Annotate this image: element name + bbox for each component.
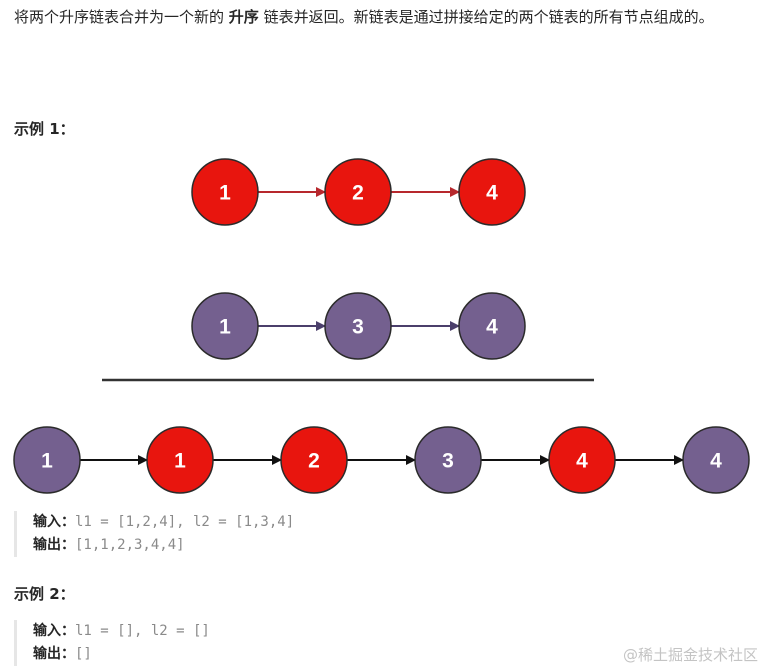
merged-node-circle (280, 426, 348, 494)
list2-node-circle (458, 292, 526, 360)
list2-node: 4 (458, 292, 526, 360)
list1-node-label: 2 (352, 182, 364, 205)
watermark: @稀土掘金技术社区 (622, 646, 758, 664)
list1-node: 1 (191, 158, 259, 226)
merged-node-label: 2 (308, 450, 320, 473)
example-1-code: 输入：l1 = [1,2,4], l2 = [1,3,4] 输出：[1,1,2,… (14, 511, 633, 557)
output-label: 输出： (33, 646, 75, 662)
example-1-title: 示例 1： (14, 120, 75, 138)
example-2-code: 输入：l1 = [], l2 = [] 输出：[] (14, 620, 633, 666)
input-value: l1 = [], l2 = [] (75, 623, 210, 639)
list2-node-label: 3 (352, 316, 364, 339)
list1-node: 4 (458, 158, 526, 226)
merged-node-label: 1 (174, 450, 186, 473)
input-label: 输入： (33, 514, 75, 530)
list2-node: 3 (324, 292, 392, 360)
list2-node-label: 1 (219, 316, 231, 339)
merged-node: 2 (280, 426, 348, 494)
merged-node-circle (146, 426, 214, 494)
merged-node: 3 (414, 426, 482, 494)
merged-node: 1 (13, 426, 81, 494)
list2-node-label: 4 (486, 316, 498, 339)
output-label: 输出： (33, 537, 75, 553)
list2-node-circle (191, 292, 259, 360)
example-1-output-line: 输出：[1,1,2,3,4,4] (33, 534, 633, 557)
merged-node: 1 (146, 426, 214, 494)
merged-node-circle (548, 426, 616, 494)
merged-node-label: 3 (442, 450, 454, 473)
list1-diagram: 1 2 4 (191, 158, 526, 226)
merged-node-label: 4 (710, 450, 722, 473)
list1-node: 2 (324, 158, 392, 226)
example-2-output-line: 输出：[] (33, 643, 633, 666)
merged-list-diagram: 1 1 2 3 4 4 (13, 426, 750, 494)
list1-node-circle (458, 158, 526, 226)
list1-node-circle (191, 158, 259, 226)
example-2-input-line: 输入：l1 = [], l2 = [] (33, 620, 633, 643)
merged-node-circle (414, 426, 482, 494)
input-value: l1 = [1,2,4], l2 = [1,3,4] (75, 514, 295, 530)
merged-node: 4 (548, 426, 616, 494)
merged-node-circle (13, 426, 81, 494)
input-label: 输入： (33, 623, 75, 639)
list1-node-label: 4 (486, 182, 498, 205)
list1-node-label: 1 (219, 182, 231, 205)
list2-node-circle (324, 292, 392, 360)
description-part1: 将两个升序链表合并为一个新的 (14, 8, 229, 26)
merged-node-label: 4 (576, 450, 588, 473)
description-part2: 链表并返回。新链表是通过拼接给定的两个链表的所有节点组成的。 (258, 8, 714, 26)
list2-node: 1 (191, 292, 259, 360)
list2-diagram: 1 3 4 (191, 292, 526, 360)
description-bold: 升序 (228, 8, 259, 26)
output-value: [] (75, 646, 92, 662)
example-2-title: 示例 2： (14, 585, 75, 603)
merged-node-circle (682, 426, 750, 494)
list1-node-circle (324, 158, 392, 226)
problem-description: 将两个升序链表合并为一个新的 升序 链表并返回。新链表是通过拼接给定的两个链表的… (14, 6, 754, 29)
output-value: [1,1,2,3,4,4] (75, 537, 185, 553)
merged-node: 4 (682, 426, 750, 494)
merged-node-label: 1 (41, 450, 53, 473)
example-1-input-line: 输入：l1 = [1,2,4], l2 = [1,3,4] (33, 511, 633, 534)
